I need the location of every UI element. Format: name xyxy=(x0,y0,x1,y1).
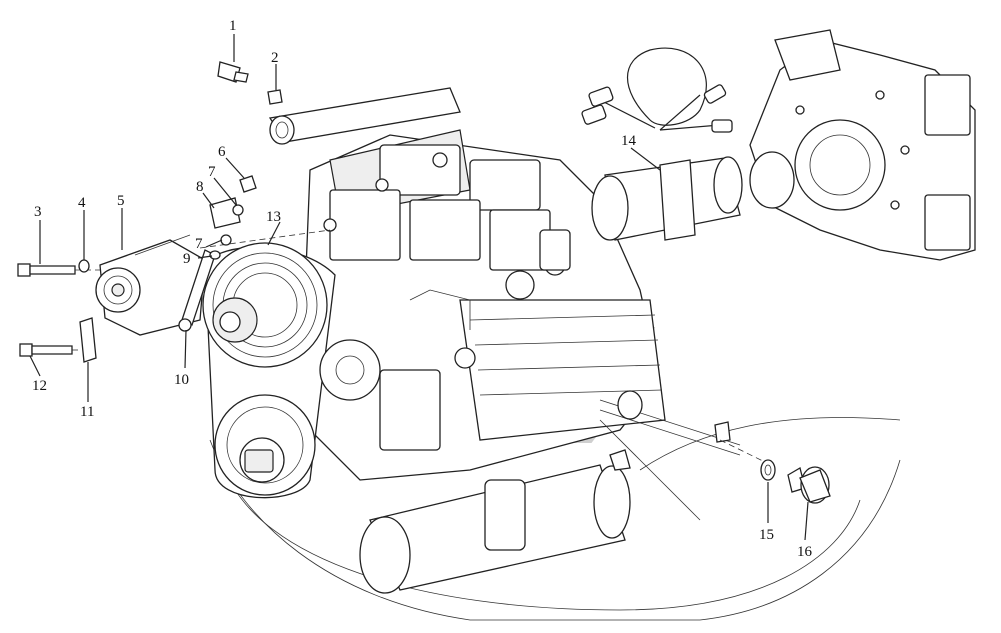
callout-2: 2 xyxy=(271,50,279,66)
washer-9 xyxy=(209,250,221,260)
callout-11: 11 xyxy=(80,404,94,420)
washer-7 xyxy=(220,204,244,246)
nut-6 xyxy=(239,175,257,193)
bracket-8 xyxy=(209,197,241,229)
oil-filter xyxy=(359,464,631,594)
starter-motor xyxy=(591,156,743,241)
callout-1: 1 xyxy=(229,18,237,34)
engine-base-outline xyxy=(209,417,901,621)
callout-13: 13 xyxy=(266,209,281,225)
callout-labels: 1 2 3 4 5 6 7 7 8 9 10 11 12 13 14 15 16 xyxy=(32,18,813,560)
crank-pulley-and-belt xyxy=(202,242,381,499)
alternator xyxy=(95,229,331,336)
pressure-switch-16 xyxy=(787,466,831,504)
sensor-1 xyxy=(217,61,249,83)
starter-cable xyxy=(581,47,733,133)
callout-8: 8 xyxy=(196,179,204,195)
engine-block xyxy=(299,129,701,521)
flywheel-housing xyxy=(749,29,976,261)
bolt-12 xyxy=(19,343,80,357)
bolt-3 xyxy=(17,263,100,277)
callout-7-upper: 7 xyxy=(208,164,216,180)
nut-2 xyxy=(267,89,283,105)
leader-lines xyxy=(29,34,809,541)
callout-4: 4 xyxy=(78,195,86,211)
callout-7-lower: 7 xyxy=(195,236,203,252)
exhaust-pipe xyxy=(268,87,461,145)
callout-6: 6 xyxy=(218,144,226,160)
callout-10: 10 xyxy=(174,372,189,388)
oil-gallery-line xyxy=(599,390,766,471)
callout-3: 3 xyxy=(34,204,42,220)
washer-4 xyxy=(78,259,90,273)
callout-9: 9 xyxy=(183,251,191,267)
callout-5: 5 xyxy=(117,193,125,209)
callout-12: 12 xyxy=(32,378,47,394)
callout-15: 15 xyxy=(759,527,774,543)
washer-15 xyxy=(760,459,776,481)
callout-16: 16 xyxy=(797,544,813,560)
callout-14: 14 xyxy=(621,133,637,149)
bracket-11 xyxy=(79,317,97,363)
